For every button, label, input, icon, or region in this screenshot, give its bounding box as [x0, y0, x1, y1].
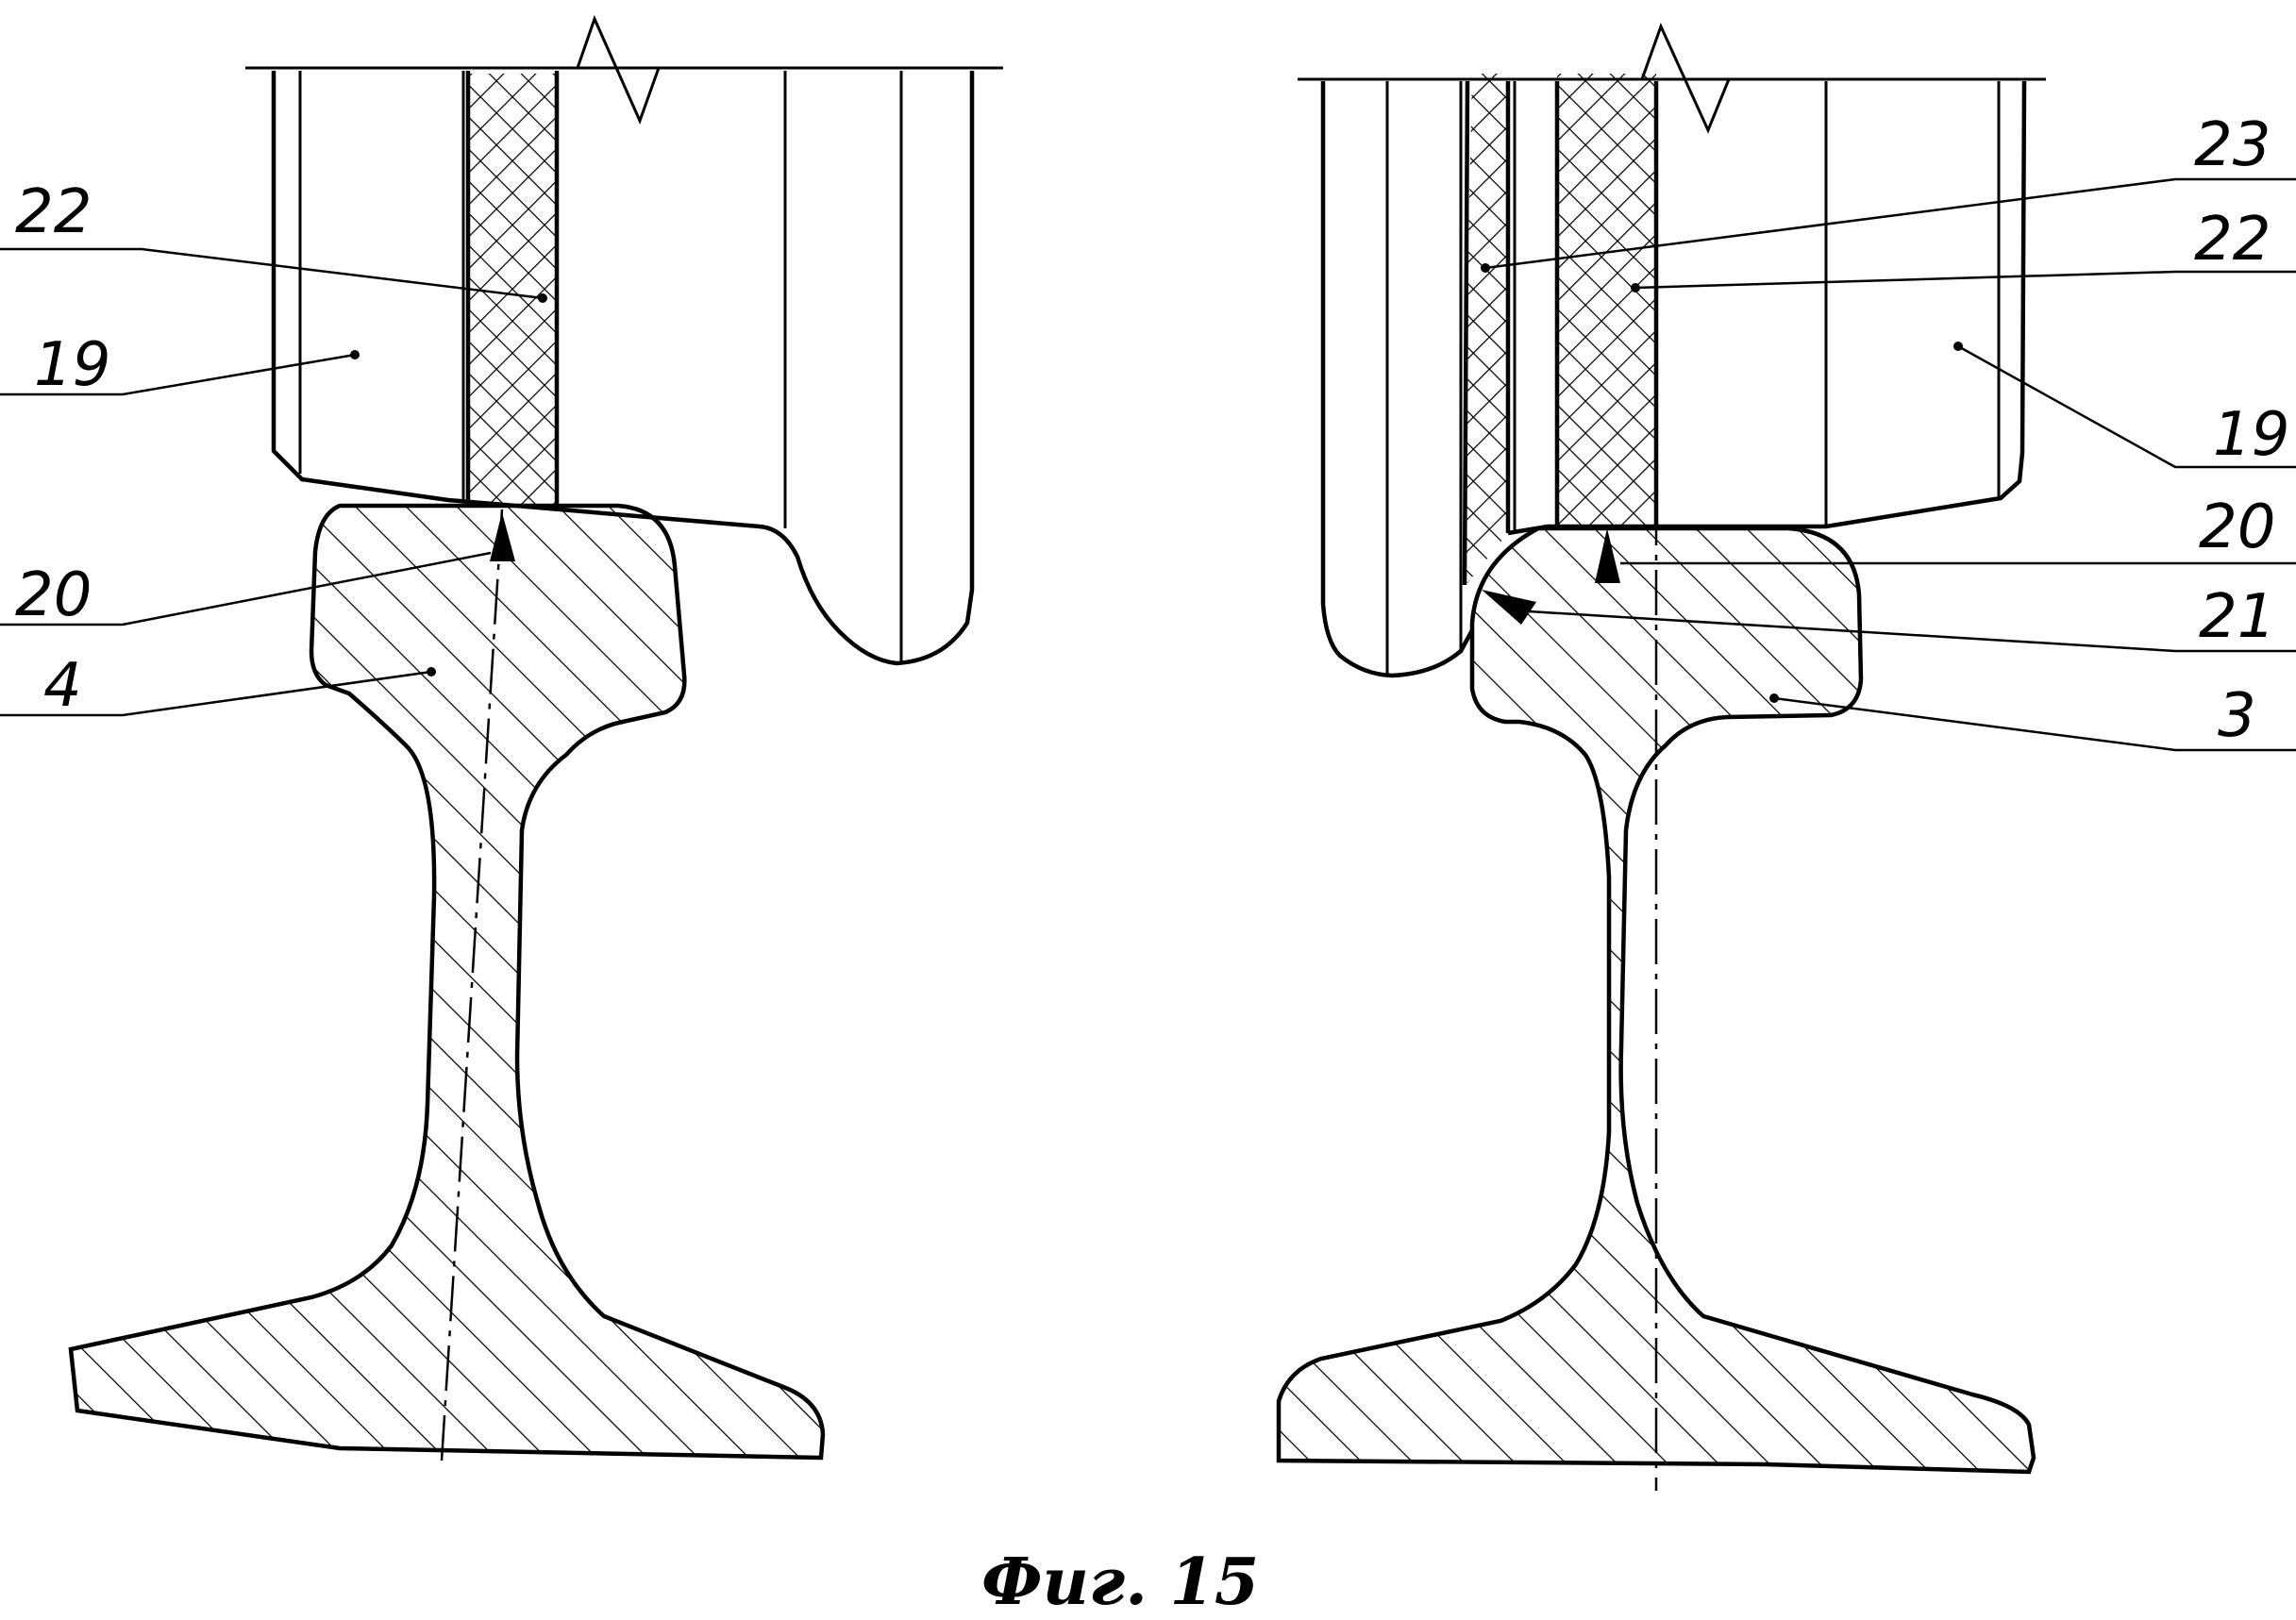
right-break-mark: [1640, 23, 1731, 134]
label-4: 4: [43, 651, 82, 721]
left-leader-4: [0, 670, 432, 717]
right-leader-19: [1957, 344, 2296, 469]
right-leader-22: [1634, 270, 2296, 290]
left-break-mark: [576, 14, 661, 125]
label-21: 21: [2199, 582, 2275, 652]
label-3: 3: [2218, 681, 2256, 751]
left-leader-20: [0, 551, 492, 626]
right-leader-3: [1773, 696, 2296, 752]
right-arrow-20-head: [1595, 528, 1620, 583]
right-insert-23: [1466, 74, 1508, 583]
label-19-right: 19: [2213, 400, 2289, 470]
right-leader-23: [1484, 177, 2296, 270]
label-19-left: 19: [34, 330, 110, 400]
right-insert-23-edge-l: [1462, 80, 1470, 586]
left-leader-22: [0, 247, 544, 300]
left-arrow-20-head: [490, 512, 515, 561]
label-23: 23: [2194, 110, 2271, 180]
left-leader-19: [0, 353, 356, 396]
right-insert-22: [1557, 74, 1656, 526]
left-axis: [440, 509, 504, 1461]
label-22-left: 22: [15, 177, 92, 247]
right-leader-21: [1528, 610, 2296, 653]
label-20-right: 20: [2199, 493, 2275, 562]
right-arrow-21-head: [1482, 590, 1536, 625]
label-20-left: 20: [15, 560, 92, 630]
left-rail-4: [68, 503, 826, 1461]
right-wheel-flange: [1320, 81, 1474, 678]
left-wheel-outline: [271, 71, 975, 666]
right-rail-3: [1276, 526, 2036, 1475]
label-22-right: 22: [2194, 205, 2271, 275]
figure-caption: Фиг. 15: [981, 1545, 1259, 1620]
